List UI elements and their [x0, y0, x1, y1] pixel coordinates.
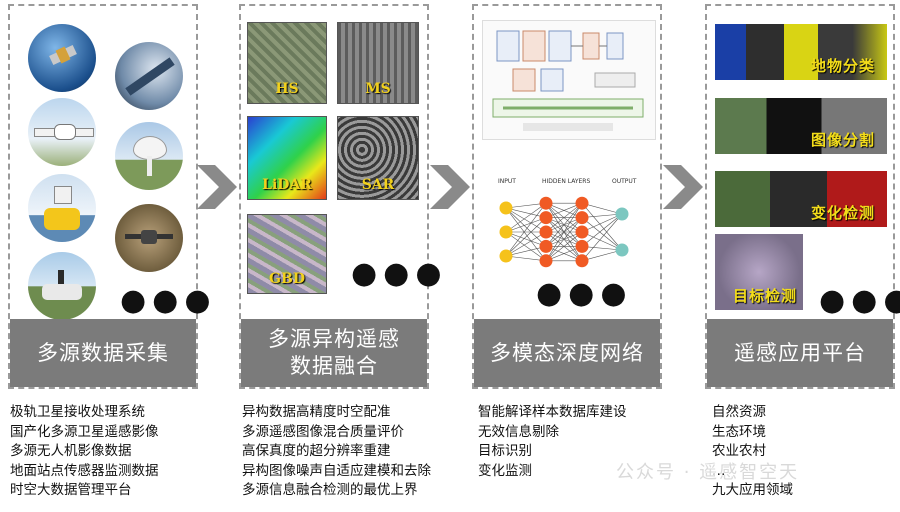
hs-tile: HS [247, 22, 327, 104]
panel-2-description: 异构数据高精度时空配准 多源遥感图像混合质量评价 高保真度的超分辨率重建 异构图… [242, 403, 431, 501]
more-ellipsis: ●●● [351, 264, 448, 284]
arrow-right-icon [197, 165, 237, 213]
list-item: 异构图像噪声自适应建模和去除 [242, 462, 431, 482]
neural-network-diagram: INPUT HIDDEN LAYERS OUTPUT [494, 174, 644, 274]
nn-connection [582, 214, 622, 261]
gbd-tile: GBD [247, 214, 327, 294]
object-detection-tile: 目标检测 [715, 234, 803, 310]
list-item: 智能解译样本数据库建设 [478, 403, 627, 423]
nn-node [616, 244, 629, 257]
image-segmentation-tile: 图像分割 [715, 98, 887, 154]
radar-station-image [115, 122, 183, 190]
arrow-right-icon [430, 165, 470, 213]
list-item: 极轨卫星接收处理系统 [10, 403, 159, 423]
list-item: 多源信息融合检测的最优上界 [242, 481, 431, 501]
panel-data-fusion: HS MS LiDAR SAR GBD ●●● 多源异构遥感 数据融合 [239, 4, 429, 389]
nn-node [500, 226, 513, 239]
panel-1-description: 极轨卫星接收处理系统 国产化多源卫星遥感影像 多源无人机影像数据 地面站点传感器… [10, 403, 159, 501]
nn-node [576, 226, 589, 239]
nn-node [616, 208, 629, 221]
nn-layer-label: OUTPUT [612, 178, 637, 185]
more-ellipsis: ●●● [536, 284, 633, 304]
list-item: 变化监测 [478, 462, 627, 482]
nn-connection [582, 203, 622, 250]
buoy-sensor-image [28, 174, 96, 242]
tile-label: SAR [338, 177, 418, 193]
nn-layer-label: INPUT [498, 178, 516, 185]
list-item: 自然资源 [712, 403, 793, 423]
more-ellipsis: ●●● [120, 291, 217, 311]
nn-node [540, 197, 553, 210]
nn-node [540, 240, 553, 253]
nn-layer-label: HIDDEN LAYERS [542, 178, 590, 185]
street-view-car-image [28, 252, 96, 320]
nn-node [540, 226, 553, 239]
panel-4-description: 自然资源 生态环境 农业农村 … 九大应用领域 [712, 403, 793, 501]
nn-node [500, 202, 513, 215]
list-item: 国产化多源卫星遥感影像 [10, 423, 159, 443]
nn-node [576, 240, 589, 253]
nn-node [576, 197, 589, 210]
panel-deep-network: INPUT HIDDEN LAYERS OUTPUT ●●● 多模态深度网络 [472, 4, 662, 389]
list-item: 地面站点传感器监测数据 [10, 462, 159, 482]
tile-label: 变化检测 [811, 202, 875, 223]
nn-node [540, 254, 553, 267]
list-item: 多源无人机影像数据 [10, 442, 159, 462]
tile-label: 目标检测 [733, 285, 797, 306]
list-item: 时空大数据管理平台 [10, 481, 159, 501]
list-item: 高保真度的超分辨率重建 [242, 442, 431, 462]
panel-title: 多源数据采集 [10, 319, 196, 387]
arrow-right-icon [663, 165, 703, 213]
sar-tile: SAR [337, 116, 419, 200]
list-item: 多源遥感图像混合质量评价 [242, 423, 431, 443]
land-classification-tile: 地物分类 [715, 24, 887, 80]
nn-connection [506, 208, 546, 246]
drone-image [115, 204, 183, 272]
nn-node [576, 211, 589, 224]
change-detection-tile: 变化检测 [715, 171, 887, 227]
aircraft-image [28, 98, 96, 166]
panel-applications: 地物分类 图像分割 变化检测 目标检测 ●●● 遥感应用平台 [705, 4, 895, 389]
tile-label: GBD [248, 271, 326, 287]
panel-title: 多模态深度网络 [474, 319, 660, 387]
nn-node [500, 250, 513, 263]
panel-title: 多源异构遥感 数据融合 [241, 319, 427, 387]
panel-title: 遥感应用平台 [707, 319, 893, 387]
tile-label: 地物分类 [811, 55, 875, 76]
nn-node [540, 211, 553, 224]
panel-data-acquisition: ●●● 多源数据采集 [8, 4, 198, 389]
space-station-image [115, 42, 183, 110]
tile-label: LiDAR [248, 177, 326, 193]
list-item: 无效信息剔除 [478, 423, 627, 443]
ms-tile: MS [337, 22, 419, 104]
satellite-earth-image [28, 24, 96, 92]
nn-node [576, 254, 589, 267]
tile-label: HS [248, 81, 326, 97]
list-item: 异构数据高精度时空配准 [242, 403, 431, 423]
panel-3-description: 智能解译样本数据库建设 无效信息剔除 目标识别 变化监测 [478, 403, 627, 481]
lidar-tile: LiDAR [247, 116, 327, 200]
list-item: 生态环境 [712, 423, 793, 443]
tile-label: MS [338, 81, 418, 97]
watermark: 公众号 · 遥感智空天 [616, 458, 799, 484]
more-ellipsis: ●●● [819, 291, 900, 311]
network-architecture-diagram [482, 20, 656, 140]
list-item: 目标识别 [478, 442, 627, 462]
tile-label: 图像分割 [811, 129, 875, 150]
nn-connection [506, 218, 546, 256]
